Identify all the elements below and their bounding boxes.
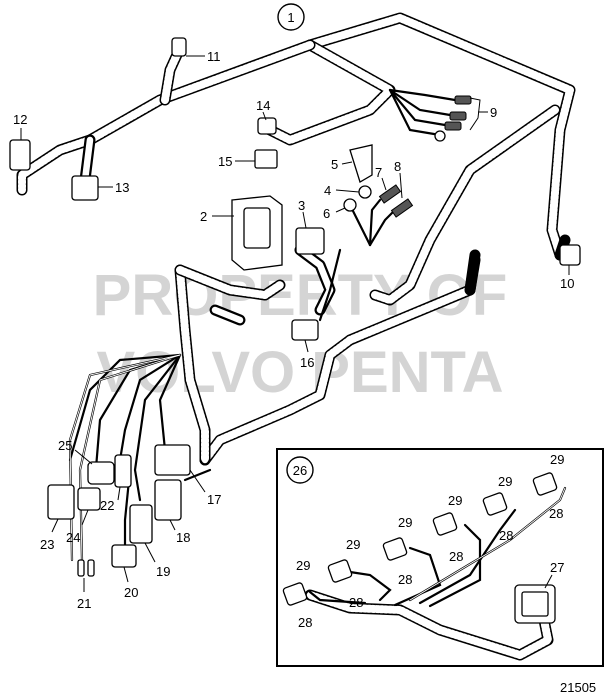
figure-number: 21505: [560, 680, 596, 695]
watermark: PROPERTY OF VOLVO PENTA: [93, 263, 508, 405]
label-28-1: 28: [298, 615, 312, 630]
connector-23: [47, 484, 75, 520]
connector-25: [87, 461, 115, 485]
injector-connector-5: [482, 492, 508, 516]
connector-18: [154, 479, 182, 521]
label-28-2: 28: [349, 595, 363, 610]
label-29-3: 29: [398, 515, 412, 530]
label-6: 6: [323, 206, 330, 221]
harness-wires: [68, 88, 457, 562]
label-29-4: 29: [448, 493, 462, 508]
label-2: 2: [200, 209, 207, 224]
inset-26: 26 29 28 29 28 29 28 29 28 29 28 29: [276, 448, 604, 667]
label-10: 10: [560, 276, 574, 291]
label-24: 24: [66, 530, 80, 545]
label-13: 13: [115, 180, 129, 195]
watermark-line-2: VOLVO PENTA: [96, 340, 503, 405]
label-23: 23: [40, 537, 54, 552]
label-29-5: 29: [498, 474, 512, 489]
label-28-5: 28: [499, 528, 513, 543]
label-12: 12: [13, 112, 27, 127]
fuse-holder-22: [114, 454, 132, 488]
part-labels: 11 12 13 14 15 2 3 5 4 6 7 8 9 10 16 17 …: [13, 49, 574, 611]
watermark-line-1: PROPERTY OF: [93, 263, 508, 328]
components: [9, 37, 581, 577]
main-harness-conduit: [16, 12, 576, 466]
label-27: 27: [550, 560, 564, 575]
injector-connector-2: [327, 559, 353, 583]
label-5: 5: [331, 157, 338, 172]
wire-end-21a: [77, 559, 85, 577]
label-3: 3: [298, 198, 305, 213]
label-7: 7: [375, 165, 382, 180]
bracket-17: [154, 444, 191, 476]
connector-11: [171, 37, 187, 57]
wire-end-21b: [87, 559, 95, 577]
label-14: 14: [256, 98, 270, 113]
label-15: 15: [218, 154, 232, 169]
ring-terminal-6: [343, 198, 357, 212]
label-28-3: 28: [398, 572, 412, 587]
injector-connector-6: [532, 472, 558, 496]
label-29-6: 29: [550, 452, 564, 467]
injector-connector-4: [432, 512, 458, 536]
connector-13: [71, 175, 99, 201]
connector-19: [129, 504, 153, 544]
label-9: 9: [490, 105, 497, 120]
blade-terminal-7: [378, 184, 402, 204]
label-29-1: 29: [296, 558, 310, 573]
connector-16: [291, 319, 319, 341]
label-22: 22: [100, 498, 114, 513]
label-19: 19: [156, 564, 170, 579]
label-18: 18: [176, 530, 190, 545]
connector-15: [254, 149, 278, 169]
label-11: 11: [207, 49, 221, 64]
label-20: 20: [124, 585, 138, 600]
label-28-6: 28: [549, 506, 563, 521]
terminal-cap-5: [349, 144, 373, 183]
connector-20: [111, 544, 137, 568]
connector-14: [257, 117, 277, 135]
inset-callout: 26: [293, 463, 307, 478]
svg-text:1: 1: [287, 10, 294, 25]
terminal-group-9: [434, 95, 472, 142]
label-21: 21: [77, 596, 91, 611]
main-callout: 1: [277, 3, 305, 31]
label-17: 17: [207, 492, 221, 507]
ring-terminal-4: [358, 185, 372, 199]
label-4: 4: [324, 183, 331, 198]
connector-12: [9, 139, 31, 171]
injector-connector-3: [382, 537, 408, 561]
label-16: 16: [300, 355, 314, 370]
label-29-2: 29: [346, 537, 360, 552]
connector-3: [295, 227, 325, 255]
connector-24: [77, 487, 101, 511]
label-8: 8: [394, 159, 401, 174]
injector-connector-1: [282, 582, 308, 606]
label-28-4: 28: [449, 549, 463, 564]
label-25: 25: [58, 438, 72, 453]
blade-terminal-8: [390, 198, 414, 218]
connector-10: [559, 244, 581, 266]
